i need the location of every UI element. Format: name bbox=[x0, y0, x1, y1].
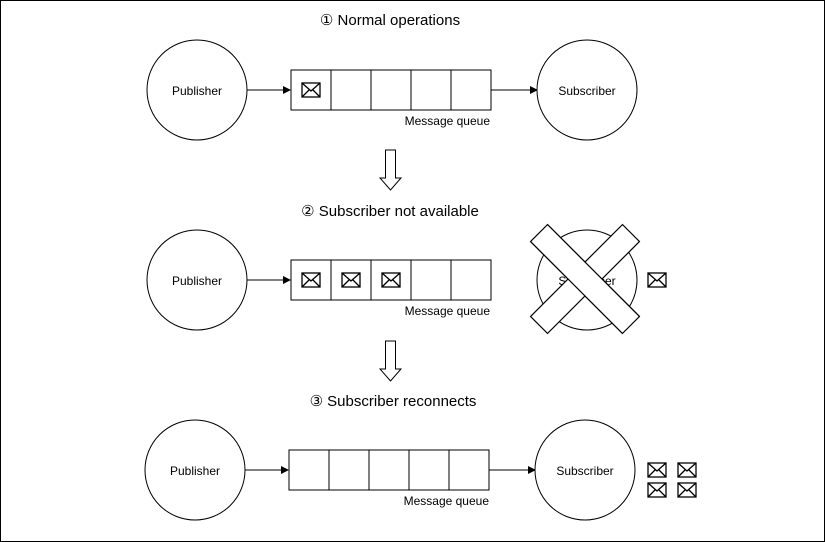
queue-slot bbox=[290, 259, 332, 301]
step-title: ③ Subscriber reconnects bbox=[310, 393, 477, 410]
queue-slot bbox=[448, 449, 490, 491]
queue-label: Message queue bbox=[405, 304, 491, 318]
envelope-icon bbox=[301, 82, 321, 98]
delivered-messages bbox=[647, 462, 697, 498]
queue-slot bbox=[370, 69, 412, 111]
envelope-icon bbox=[647, 272, 667, 288]
envelope-icon bbox=[301, 272, 321, 288]
queue-slot bbox=[288, 449, 330, 491]
down-arrow-icon bbox=[378, 149, 403, 191]
publisher-label: Publisher bbox=[172, 84, 222, 98]
envelope-icon bbox=[381, 272, 401, 288]
message-queue bbox=[288, 449, 490, 491]
queue-slot bbox=[330, 69, 372, 111]
cross-icon bbox=[529, 223, 641, 335]
envelope-icon bbox=[677, 482, 697, 498]
subscriber-label: Subscriber bbox=[558, 84, 615, 98]
queue-slot bbox=[450, 259, 492, 301]
queue-label: Message queue bbox=[404, 494, 490, 508]
envelope-icon bbox=[647, 462, 667, 478]
subscriber-label: Subscriber bbox=[556, 464, 613, 478]
subscriber-node bbox=[536, 39, 638, 141]
step-title: ① Normal operations bbox=[320, 12, 460, 29]
envelope-icon bbox=[677, 462, 697, 478]
queue-slot bbox=[410, 69, 452, 111]
queue-slot bbox=[328, 449, 370, 491]
message-queue bbox=[290, 259, 492, 301]
message-queue bbox=[290, 69, 492, 111]
queue-slot bbox=[408, 449, 450, 491]
queue-slot bbox=[370, 259, 412, 301]
queue-label: Message queue bbox=[405, 114, 491, 128]
publisher-label: Publisher bbox=[172, 274, 222, 288]
envelope-icon bbox=[647, 482, 667, 498]
down-arrow-icon bbox=[378, 340, 403, 382]
step-subscriber-reconnects: ③ Subscriber reconnects Publisher Messag… bbox=[144, 393, 697, 521]
step-normal-operations: ① Normal operations Publisher Message qu… bbox=[146, 12, 638, 141]
step-subscriber-not-available: ② Subscriber not available Publisher Mes… bbox=[146, 203, 667, 335]
step-title: ② Subscriber not available bbox=[301, 203, 479, 220]
envelope-icon bbox=[341, 272, 361, 288]
publisher-label: Publisher bbox=[170, 464, 220, 478]
queue-slot bbox=[368, 449, 410, 491]
queue-slot bbox=[450, 69, 492, 111]
subscriber-node bbox=[534, 419, 636, 521]
queue-slot bbox=[410, 259, 452, 301]
